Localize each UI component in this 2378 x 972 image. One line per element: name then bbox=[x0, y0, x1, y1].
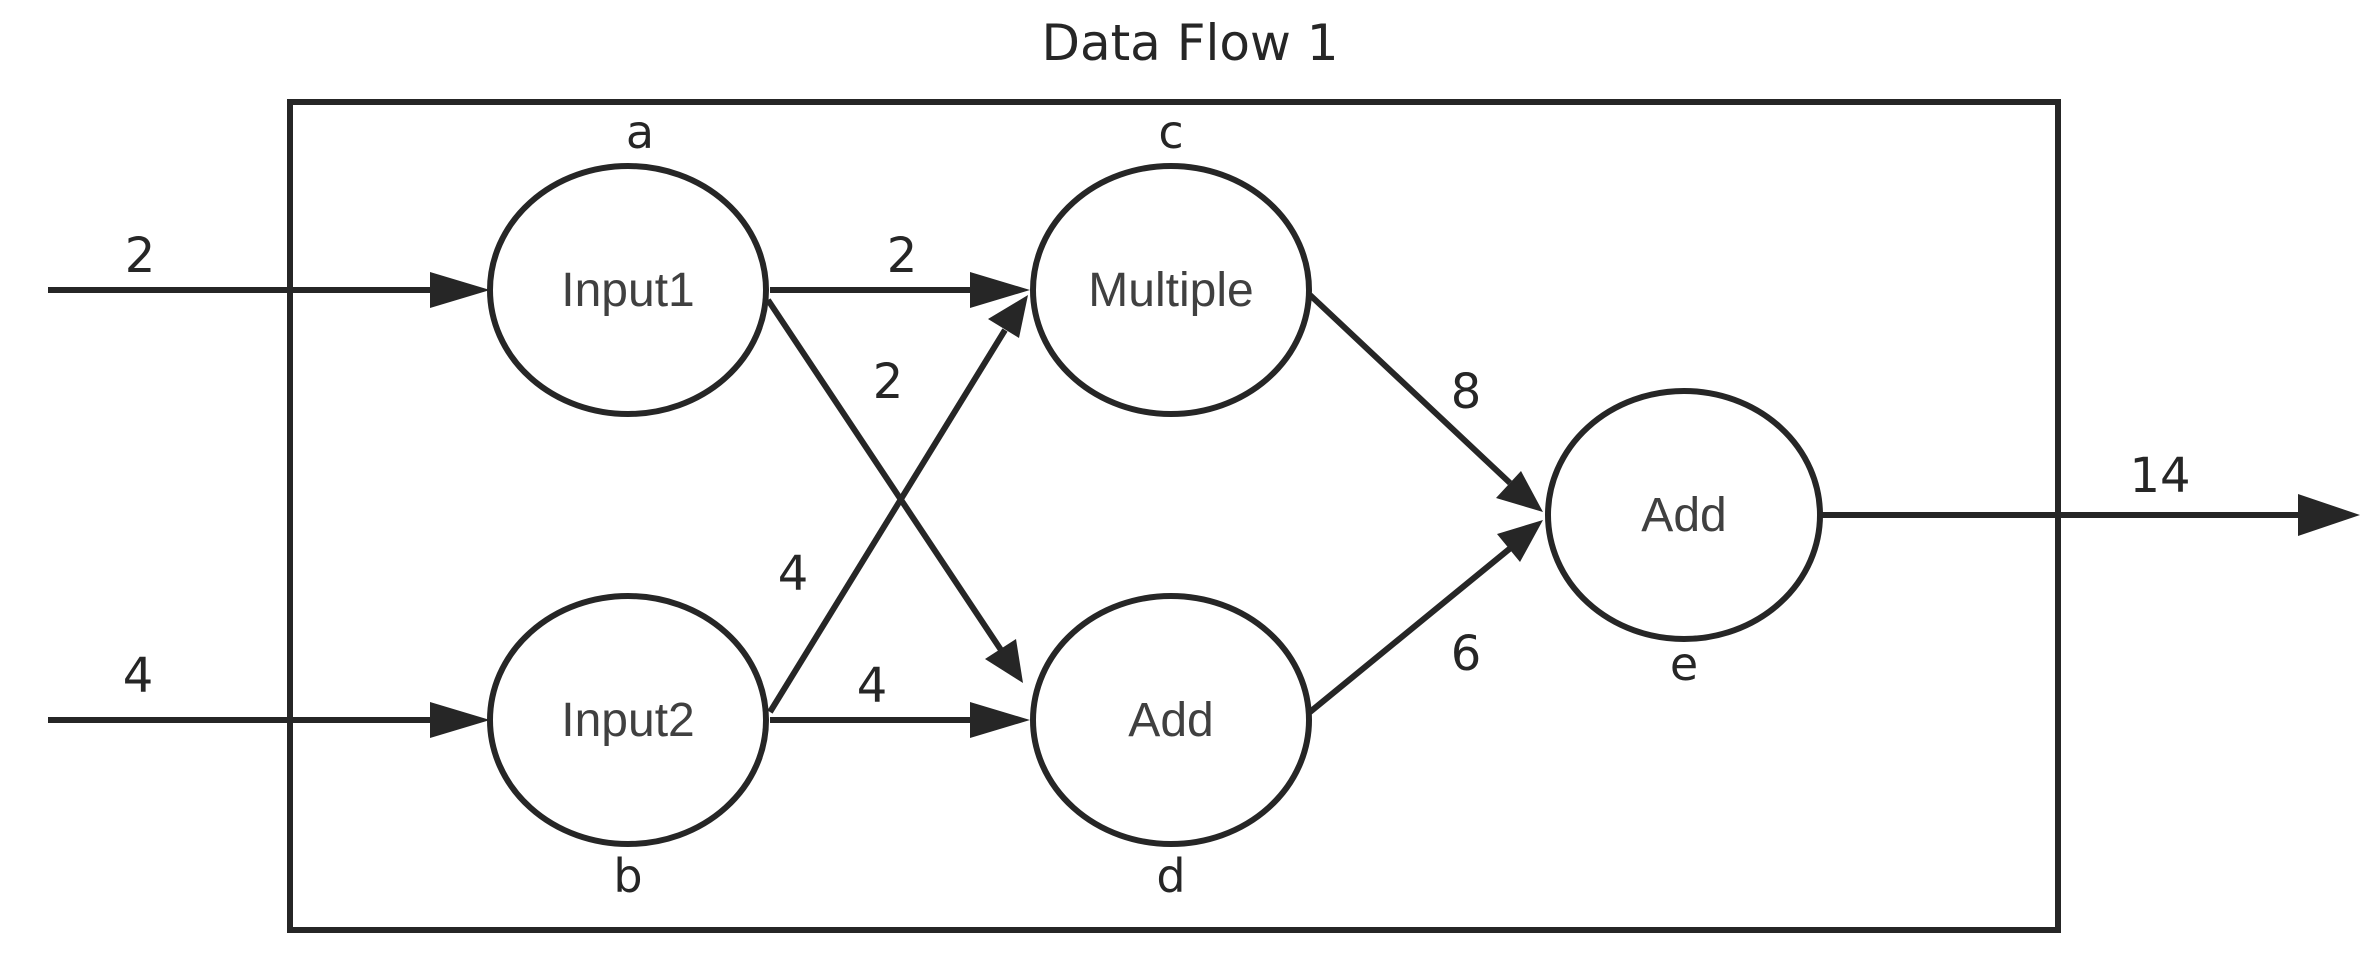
arrowhead-input-b bbox=[430, 702, 490, 738]
node-e-ellipse bbox=[1545, 388, 1823, 642]
edge-a-c-value: 2 bbox=[887, 228, 918, 284]
edge-b-d-value: 4 bbox=[857, 658, 888, 714]
node-c-label: Multiple bbox=[1088, 264, 1253, 317]
edge-a-d-value: 2 bbox=[873, 354, 904, 410]
edge-d-e-value: 6 bbox=[1451, 626, 1482, 682]
edge-c-e-value: 8 bbox=[1451, 364, 1482, 420]
node-b-ellipse bbox=[487, 593, 769, 847]
node-a-label: Input1 bbox=[561, 264, 694, 317]
node-b-letter: b bbox=[613, 849, 642, 903]
node-e-label: Add bbox=[1641, 489, 1726, 542]
edge-input-b-value: 4 bbox=[123, 648, 154, 704]
arrowhead-c-e bbox=[1496, 471, 1543, 512]
node-d-ellipse bbox=[1030, 593, 1312, 847]
arrowhead-output-e bbox=[2298, 494, 2360, 536]
node-e-letter: e bbox=[1670, 637, 1698, 691]
edge-b-c-value: 4 bbox=[778, 546, 809, 602]
edge-a-d bbox=[765, 298, 1004, 652]
arrowhead-d-e bbox=[1497, 520, 1543, 562]
arrowhead-a-d bbox=[985, 639, 1023, 683]
diagram-title: Data Flow 1 bbox=[1041, 14, 1338, 72]
edge-c-e bbox=[1307, 292, 1513, 486]
node-c-ellipse bbox=[1030, 163, 1312, 417]
arrowhead-input-a bbox=[430, 272, 490, 308]
edge-output-e-value: 14 bbox=[2129, 448, 2190, 504]
edge-input-a-value: 2 bbox=[125, 228, 156, 284]
arrowhead-a-c bbox=[970, 272, 1030, 308]
node-a-ellipse bbox=[487, 163, 769, 417]
node-c-letter: c bbox=[1158, 105, 1183, 159]
arrowhead-b-d bbox=[970, 702, 1030, 738]
node-a-letter: a bbox=[626, 105, 654, 159]
node-b-label: Input2 bbox=[561, 694, 694, 747]
arrowhead-b-c bbox=[988, 295, 1028, 338]
node-d-letter: d bbox=[1156, 849, 1185, 903]
edge-b-c bbox=[767, 328, 1008, 714]
edge-d-e bbox=[1308, 543, 1515, 715]
node-d-label: Add bbox=[1128, 694, 1213, 747]
